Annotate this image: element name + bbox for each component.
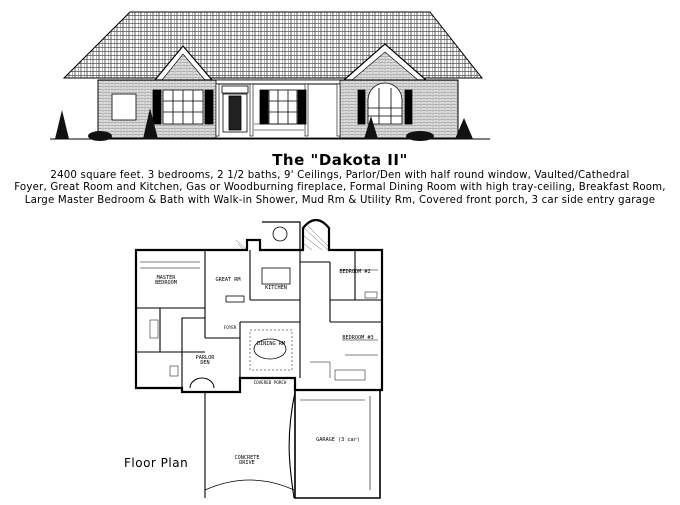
room-label-porch: COVERED PORCH	[253, 380, 287, 385]
center-right-window	[259, 89, 307, 125]
room-label-master: MASTER BEDROOM	[155, 275, 177, 286]
plan-description: 2400 square feet. 3 bedrooms, 2 1/2 bath…	[0, 170, 680, 207]
shrubs	[55, 108, 473, 141]
room-label-foyer: FOYER	[223, 325, 237, 330]
room-label-kitchen: KITCHEN	[265, 285, 287, 291]
description-line: Large Master Bedroom & Bath with Walk-in…	[24, 194, 656, 206]
driveway-outline	[204, 391, 296, 499]
breakfast-bay	[262, 221, 301, 250]
room-label-bedroom3: BEDROOM #3	[342, 335, 374, 341]
room-label-drive: CONCRETE DRIVE	[234, 455, 260, 466]
room-label-bedroom2: BEDROOM #2	[339, 269, 371, 275]
house-elevation-drawing	[50, 11, 490, 141]
fireplace	[225, 295, 245, 303]
description-line: 2400 square feet. 3 bedrooms, 2 1/2 bath…	[50, 170, 630, 181]
room-label-garage: GARAGE (3 car)	[316, 437, 360, 443]
room-label-parlor: PARLOR DEN	[195, 355, 215, 366]
kitchen-island	[261, 267, 291, 285]
room-label-dining: DINING RM	[256, 341, 286, 347]
garage-outline	[294, 390, 381, 499]
left-window	[152, 89, 214, 125]
arched-window	[357, 82, 413, 125]
plan-title: The "Dakota II"	[272, 151, 408, 169]
drive-arc	[204, 479, 295, 491]
exterior-walls	[134, 218, 384, 394]
floor-plan-label: Floor Plan	[124, 456, 189, 470]
room-label-great-room: GREAT RM	[215, 277, 241, 283]
front-door	[221, 85, 249, 133]
description-line: Foyer, Great Room and Kitchen, Gas or Wo…	[14, 182, 666, 194]
parlor-window	[189, 377, 215, 389]
main-roof	[62, 11, 484, 79]
